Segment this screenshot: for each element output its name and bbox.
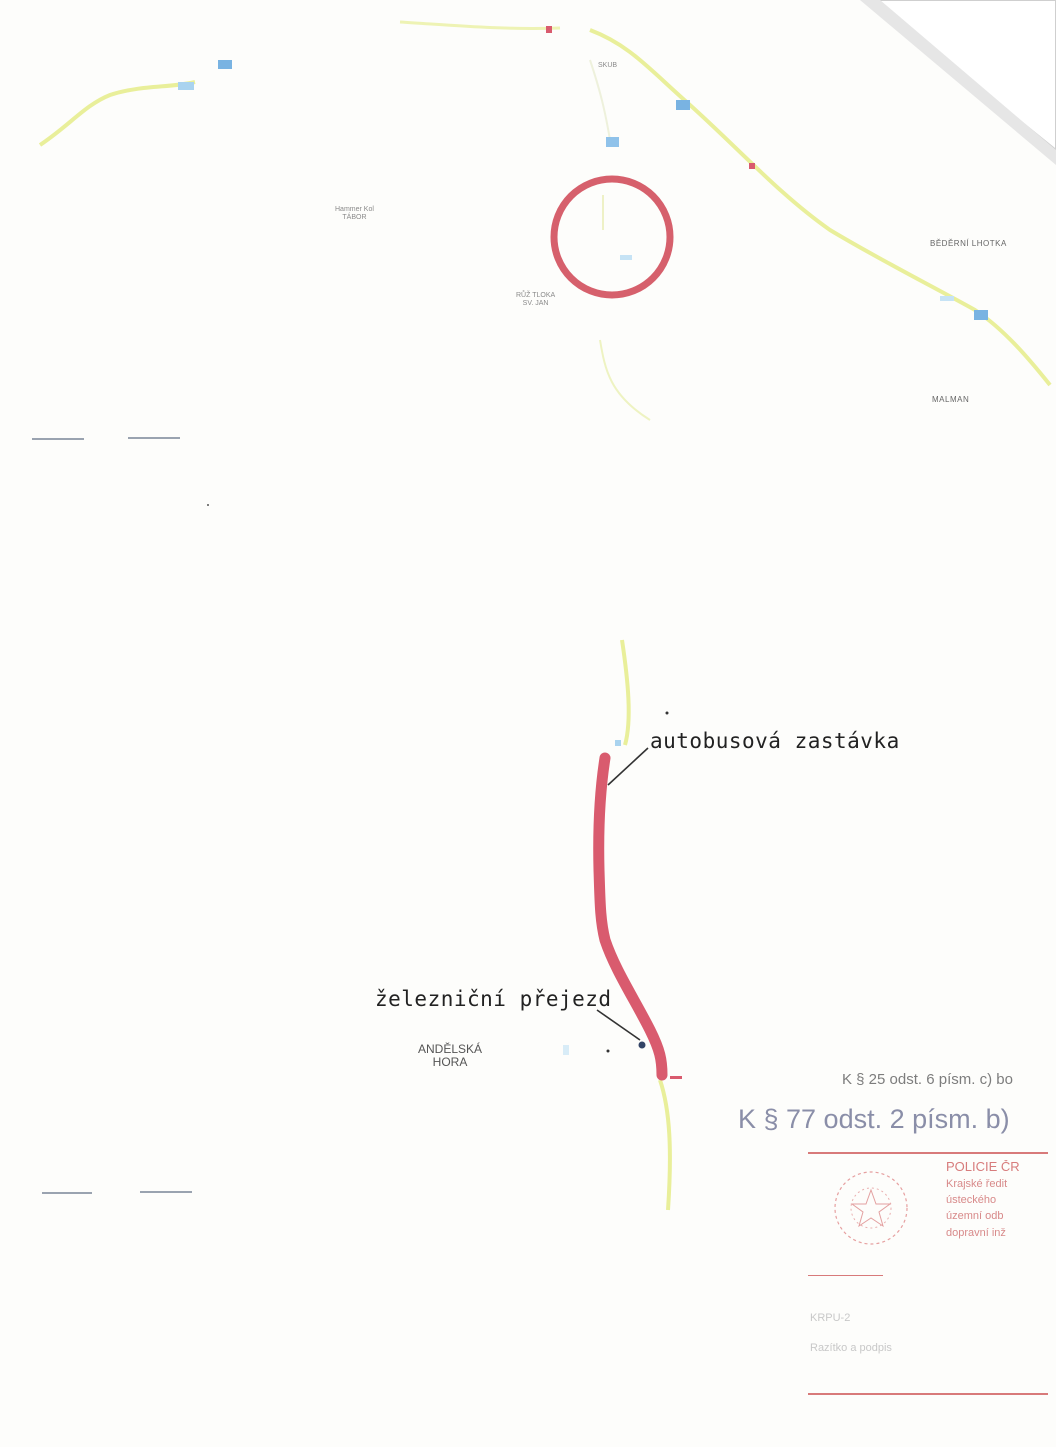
place-label-right-mid: MALMAN (932, 395, 970, 404)
place-label-top: SKUB (598, 62, 618, 69)
place-label-upper-left: Hammer Kol TÁBOR (335, 206, 374, 221)
map-speck (207, 504, 209, 506)
police-seal (834, 1171, 908, 1245)
red-marker (546, 26, 552, 33)
place-label-top-right: BĚDĚRNÍ LHOTKA (930, 239, 1007, 248)
road-faint-2 (599, 339, 651, 421)
bus-stop-marker (676, 100, 690, 110)
location-highlight-circle (550, 175, 674, 299)
place-label-circle: RŮŽ TLOKA SV. JAN (516, 292, 556, 307)
road-diagonal (589, 28, 1052, 387)
rail-crossing-leader-line (596, 1009, 641, 1041)
legal-reference-1: K § 25 odst. 6 písm. c) bo (842, 1071, 1013, 1088)
road-south-upper (620, 639, 631, 746)
highlighted-route (593, 752, 668, 1081)
route-end-marker (670, 1076, 682, 1079)
stamp-top-rule (808, 1152, 1048, 1154)
town-label-line1: ANDĚLSKÁ (417, 1042, 483, 1056)
rail-crossing-marker (638, 1041, 646, 1049)
stamp-line: územní odb (946, 1210, 1004, 1223)
map-scale-mark (42, 1192, 92, 1194)
bus-stop-marker (178, 82, 194, 90)
stamp-line: POLICIE ČR (946, 1160, 1020, 1174)
stamp-text-block: POLICIE ČR Krajské ředit ústeckého územn… (946, 1160, 1054, 1239)
road-faint-1 (589, 59, 611, 141)
bus-stop-marker (615, 740, 621, 746)
map-speck (606, 1049, 610, 1053)
stamp-bottom-rule (808, 1393, 1048, 1395)
road-south-lower (658, 1079, 672, 1211)
stamp-signature-rule (808, 1275, 883, 1276)
town-label-line2: HORA (432, 1055, 468, 1070)
bus-stop-marker (563, 1045, 569, 1055)
fold-shadow (860, 0, 1056, 165)
road-top (399, 20, 561, 30)
legal-reference-2: K § 77 odst. 2 písm. b) (738, 1104, 1010, 1134)
map-scale-mark (140, 1191, 192, 1193)
stamp-reference-number: KRPU-2 (810, 1312, 851, 1324)
annotation-rail-crossing: železniční přejezd (375, 987, 612, 1011)
bus-stop-leader-line (607, 747, 649, 786)
red-marker (749, 163, 755, 169)
stamp-signature-caption: Razítko a podpis (810, 1342, 892, 1354)
annotation-bus-stop: autobusová zastávka (650, 729, 900, 753)
bus-stop-marker (218, 60, 232, 69)
bus-stop-marker (940, 296, 954, 301)
map-scale-mark (32, 438, 84, 440)
stamp-line: Krajské ředit (946, 1178, 1008, 1191)
stamp-line: dopravní inž (946, 1226, 1006, 1239)
bus-stop-marker (620, 255, 632, 260)
map-speck (665, 711, 669, 715)
bus-stop-marker (974, 310, 988, 320)
road-upper-left (38, 80, 196, 147)
town-label: ANDĚLSKÁ HORA (408, 1042, 492, 1070)
stamp-line: ústeckého (946, 1194, 997, 1207)
map-scale-mark (128, 437, 180, 439)
bus-stop-marker (606, 137, 619, 147)
